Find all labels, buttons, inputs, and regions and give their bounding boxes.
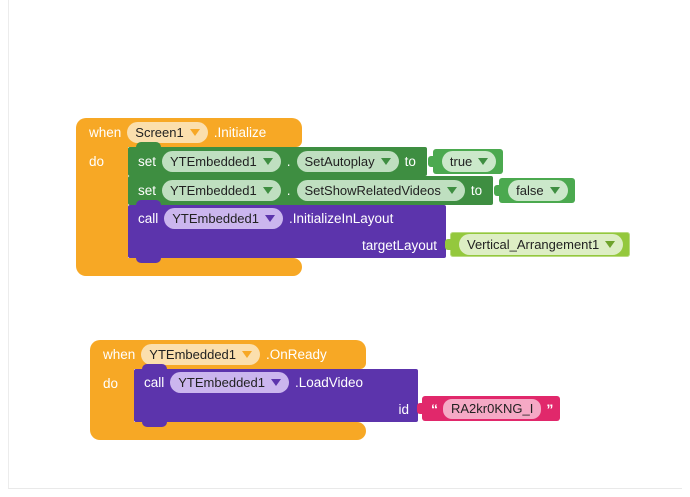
component-dropdown[interactable]: YTEmbedded1 <box>170 372 289 393</box>
logic-dropdown-label: false <box>516 183 544 198</box>
set-property-block-setautoplay[interactable]: set YTEmbedded1 . SetAutoplay to <box>128 142 427 176</box>
connector-tab-icon <box>142 364 167 370</box>
property-dropdown[interactable]: SetAutoplay <box>296 151 399 172</box>
set-property-block-setshowrelatedvideos[interactable]: set YTEmbedded1 . SetShowRelatedVideos t… <box>128 171 494 205</box>
param-name-label: targetLayout <box>361 237 437 253</box>
component-dropdown[interactable]: Screen1 <box>127 122 208 143</box>
to-keyword: to <box>404 154 416 169</box>
close-quote: ” <box>546 400 554 417</box>
text-value-block-videoid[interactable]: “ RA2kr0KNG_I ” <box>416 396 561 421</box>
connector-tab-icon <box>136 257 161 263</box>
call-keyword: call <box>138 211 159 226</box>
component-dropdown[interactable]: YTEmbedded1 <box>162 151 281 172</box>
do-slot-spine: do <box>90 369 134 422</box>
open-quote: “ <box>431 400 438 417</box>
bottom-border-line <box>8 488 682 489</box>
param-name-label: id <box>398 401 409 417</box>
text-string-field[interactable]: RA2kr0KNG_I <box>443 398 542 419</box>
do-slot-spine: do <box>76 147 128 258</box>
connector-tab-icon <box>142 421 167 427</box>
method-name-label: .LoadVideo <box>295 375 364 390</box>
event-block-ytembedded1-onready[interactable]: when YTEmbedded1 .OnReady do call <box>90 340 561 440</box>
dropdown-arrow-icon <box>605 241 616 248</box>
component-value-block-verticalarrangement1[interactable]: Vertical_Arrangement1 <box>444 232 631 257</box>
dot-separator: . <box>286 154 291 169</box>
dropdown-arrow-icon <box>446 187 457 194</box>
property-dropdown-label: SetShowRelatedVideos <box>304 183 441 198</box>
logic-dropdown[interactable]: false <box>508 180 568 201</box>
left-border-line <box>8 0 9 489</box>
layout-dropdown-label: Vertical_Arrangement1 <box>467 237 600 252</box>
component-dropdown-label: Screen1 <box>135 125 184 140</box>
do-label: do <box>89 154 105 169</box>
logic-value-block-true[interactable]: true <box>427 149 504 174</box>
dropdown-arrow-icon <box>262 158 273 165</box>
component-dropdown[interactable]: YTEmbedded1 <box>164 208 283 229</box>
connector-tab-icon <box>136 200 161 206</box>
do-label: do <box>103 376 119 391</box>
when-keyword: when <box>103 347 136 362</box>
logic-dropdown-label: true <box>449 154 473 169</box>
property-dropdown-label: SetAutoplay <box>304 154 375 169</box>
event-name-label: .Initialize <box>213 125 267 140</box>
when-keyword: when <box>89 125 122 140</box>
call-method-block-loadvideo[interactable]: call YTEmbedded1 .LoadVideo id “ <box>134 364 561 427</box>
layout-dropdown[interactable]: Vertical_Arrangement1 <box>459 234 624 255</box>
set-keyword: set <box>138 183 157 198</box>
dropdown-arrow-icon <box>380 158 391 165</box>
event-block-screen1-initialize[interactable]: when Screen1 .Initialize do set YTEmbedd… <box>76 118 631 276</box>
component-dropdown-label: YTEmbedded1 <box>172 211 259 226</box>
logic-value-block-false[interactable]: false <box>494 178 575 203</box>
component-dropdown-label: YTEmbedded1 <box>170 154 257 169</box>
connector-tab-icon <box>136 142 161 148</box>
call-keyword: call <box>144 375 165 390</box>
set-keyword: set <box>138 154 157 169</box>
to-keyword: to <box>470 183 483 198</box>
event-block-header[interactable]: when Screen1 .Initialize <box>76 118 302 147</box>
property-dropdown[interactable]: SetShowRelatedVideos <box>296 180 465 201</box>
dot-separator: . <box>286 183 291 198</box>
dropdown-arrow-icon <box>262 187 273 194</box>
component-dropdown-label: YTEmbedded1 <box>170 183 257 198</box>
event-name-label: .OnReady <box>266 347 327 362</box>
component-dropdown-label: YTEmbedded1 <box>149 347 237 362</box>
component-dropdown-label: YTEmbedded1 <box>178 375 265 390</box>
dropdown-arrow-icon <box>478 158 489 165</box>
event-block-header[interactable]: when YTEmbedded1 .OnReady <box>90 340 366 369</box>
dropdown-arrow-icon <box>549 187 560 194</box>
dropdown-arrow-icon <box>265 215 275 222</box>
event-block-footer <box>76 258 302 276</box>
method-name-label: .InitializeInLayout <box>289 211 394 226</box>
logic-dropdown[interactable]: true <box>441 151 497 172</box>
dropdown-arrow-icon <box>189 129 200 136</box>
text-string-value: RA2kr0KNG_I <box>451 401 534 416</box>
dropdown-arrow-icon <box>242 351 253 358</box>
component-dropdown[interactable]: YTEmbedded1 <box>141 344 261 365</box>
component-dropdown[interactable]: YTEmbedded1 <box>162 180 281 201</box>
connector-tab-icon <box>136 171 161 177</box>
event-block-footer <box>90 422 366 440</box>
call-method-block-initializeinlayout[interactable]: call YTEmbedded1 .InitializeInLayout tar… <box>128 200 631 263</box>
dropdown-arrow-icon <box>271 379 281 386</box>
